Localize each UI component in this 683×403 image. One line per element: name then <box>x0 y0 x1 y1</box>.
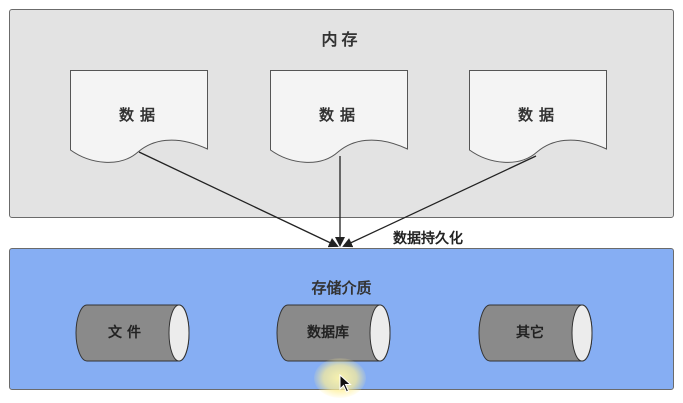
memory-data-doc-1: 数据 <box>70 70 210 164</box>
doc-label: 数据 <box>318 106 361 124</box>
doc-label: 数据 <box>118 106 161 124</box>
cylinder-label: 其它 <box>516 325 544 341</box>
cylinder-icon <box>276 304 391 362</box>
memory-title: 内存 <box>321 30 362 49</box>
document-icon <box>270 70 408 163</box>
memory-data-doc-3: 数据 <box>469 70 609 164</box>
arrow-right <box>342 155 537 248</box>
persistence-label: 数据持久化 <box>393 231 463 247</box>
document-icon <box>70 70 208 163</box>
doc-label: 数据 <box>517 106 560 124</box>
cylinder-icon <box>75 304 190 362</box>
storage-title: 存储介质 <box>311 279 372 297</box>
cylinder-icon <box>478 304 593 362</box>
document-icon <box>469 70 607 163</box>
arrow-left <box>138 151 339 248</box>
cylinder-label: 文件 <box>108 325 146 341</box>
storage-database-cylinder: 数据库 <box>276 304 396 362</box>
storage-other-cylinder: 其它 <box>478 304 598 362</box>
storage-file-cylinder: 文件 <box>75 304 195 362</box>
mouse-pointer-icon <box>339 374 352 393</box>
memory-data-doc-2: 数据 <box>270 70 410 164</box>
cylinder-label: 数据库 <box>307 325 349 341</box>
